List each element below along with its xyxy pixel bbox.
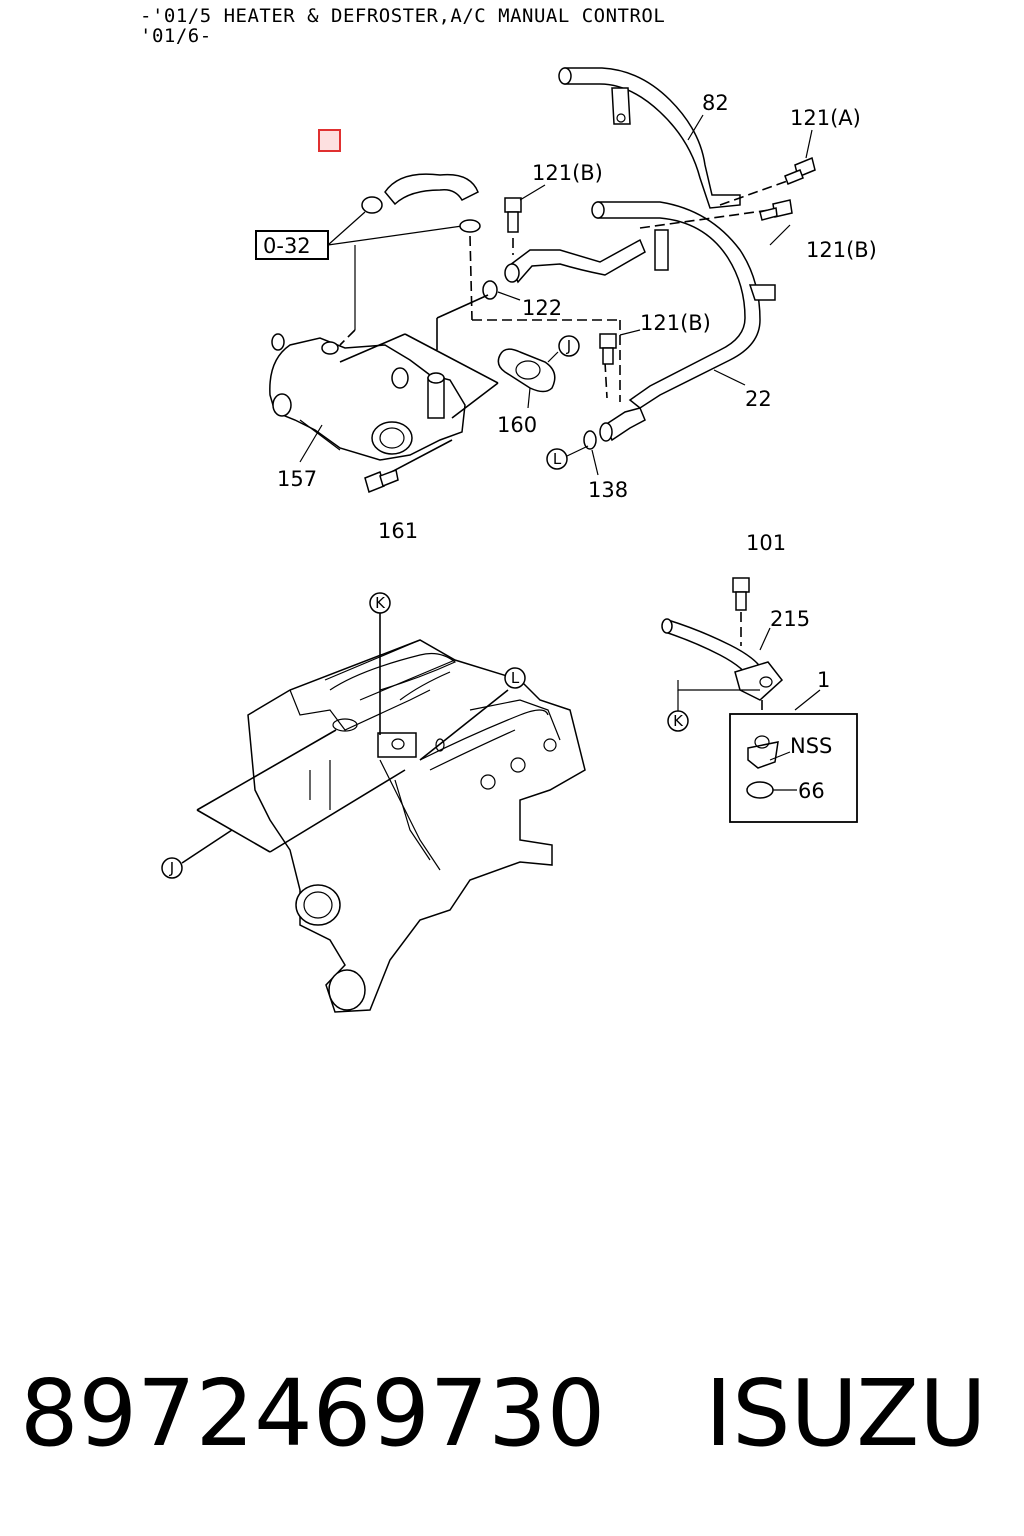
callout-122: 122 (522, 296, 562, 320)
marker-k-engine: K (369, 592, 391, 614)
callout-157: 157 (277, 467, 317, 491)
header-subtitle: '01/6- (140, 25, 212, 47)
bolt-121a (784, 156, 816, 185)
part-number: 8972469730 (20, 1360, 605, 1467)
pipe-82 (558, 67, 741, 209)
bracket-pipe (504, 238, 646, 284)
marker-j-top: J (558, 335, 580, 357)
svg-text:K: K (673, 712, 684, 730)
pipe-22 (591, 201, 776, 409)
callout-82: 82 (702, 91, 729, 115)
callout-22: 22 (745, 387, 772, 411)
header-title: -'01/5 HEATER & DEFROSTER,A/C MANUAL CON… (140, 5, 665, 27)
gasket-160 (497, 348, 556, 409)
bolt-121b-right (759, 199, 793, 221)
callout-101: 101 (746, 531, 786, 555)
ref-box-0-32: 0-32 (255, 211, 463, 330)
callout-1: 1 (817, 668, 830, 692)
callout-215: 215 (770, 607, 810, 631)
callout-nss: NSS (790, 734, 832, 758)
bolt-121b-mid (599, 333, 617, 365)
pipe-215 (661, 618, 784, 712)
bolt-101 (732, 577, 750, 611)
bolt-161 (364, 468, 399, 494)
callout-138: 138 (588, 478, 628, 502)
callout-121b-top: 121(B) (532, 161, 603, 185)
svg-text:J: J (169, 859, 174, 877)
engine-block (247, 639, 586, 1013)
callout-121b-mid: 121(B) (640, 311, 711, 335)
callout-161: 161 (378, 519, 418, 543)
thermostat-box (729, 713, 858, 823)
fitting-138 (583, 407, 646, 476)
marker-l-top: L (546, 445, 589, 470)
svg-text:L: L (511, 669, 520, 687)
svg-text:J: J (566, 337, 571, 355)
callout-121b-right: 121(B) (806, 238, 877, 262)
callout-121a: 121(A) (790, 106, 861, 130)
highlight-marker[interactable] (318, 129, 341, 152)
ref-box-label: 0-32 (263, 234, 311, 258)
bolt-121b-top (504, 197, 522, 233)
o-ring-122 (482, 280, 498, 300)
svg-text:L: L (553, 450, 562, 468)
marker-l-engine: L (504, 667, 526, 689)
marker-k-right: K (667, 710, 689, 732)
housing-157 (269, 333, 466, 463)
svg-text:K: K (375, 594, 386, 612)
marker-j-engine: J (161, 857, 183, 879)
callout-160: 160 (497, 413, 537, 437)
brand-name: ISUZU (705, 1360, 987, 1467)
callout-66: 66 (798, 779, 825, 803)
small-hose (361, 173, 481, 233)
